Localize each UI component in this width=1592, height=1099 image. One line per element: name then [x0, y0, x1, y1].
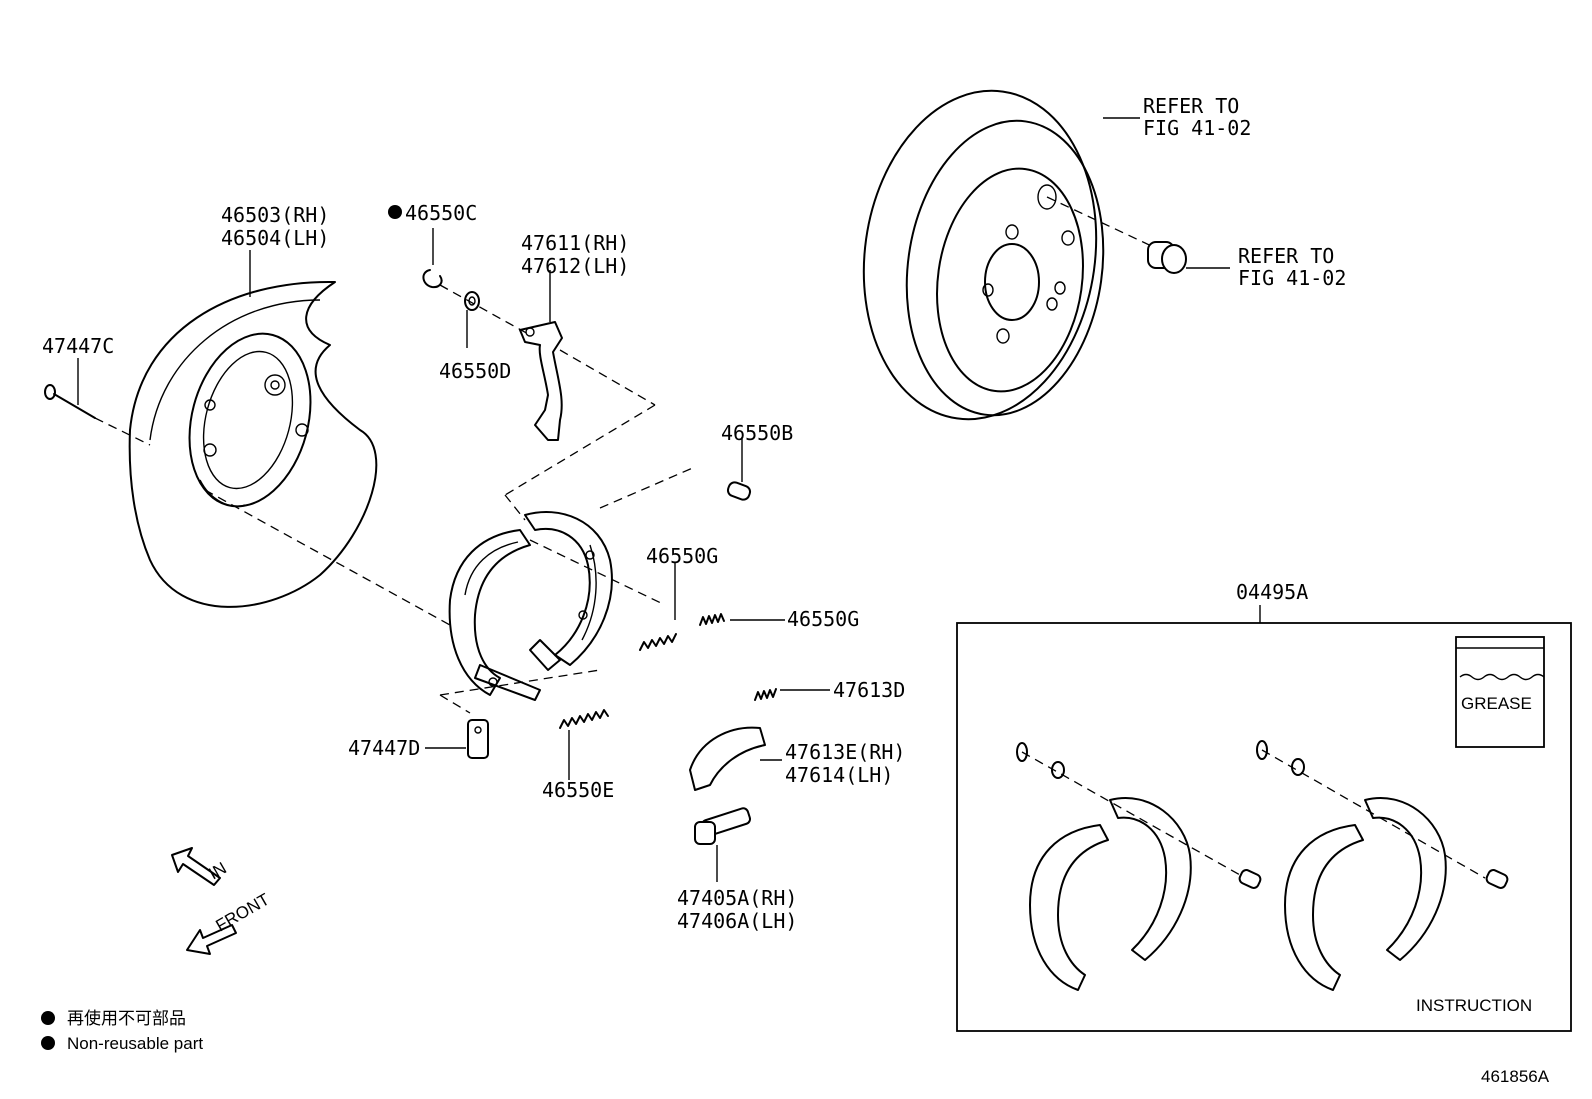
- brake-disc-drawing: [862, 89, 1230, 421]
- legend-english: Non-reusable part: [67, 1034, 203, 1053]
- spring-46550e-drawing: [559, 709, 609, 780]
- brake-shoe-assembly-drawing: [439, 466, 696, 714]
- shoe-kit-box: [956, 605, 1572, 1032]
- label-47447d: 47447D: [348, 736, 420, 760]
- in-label: IN: [206, 859, 230, 884]
- label-47614: 47614(LH): [785, 763, 893, 787]
- label-47405a: 47405A(RH): [677, 886, 797, 910]
- label-47447c: 47447C: [42, 334, 114, 358]
- label-46550g-upper: 46550G: [646, 544, 718, 568]
- front-label: FRONT: [213, 890, 273, 936]
- refer-disc-line1: REFER TO: [1143, 94, 1239, 118]
- legend-bullet-jp: [41, 1011, 55, 1025]
- label-46550e: 46550E: [542, 778, 614, 802]
- clip-47447d-drawing: [425, 719, 489, 759]
- backing-plate-drawing: [128, 250, 378, 608]
- label-46503: 46503(RH): [221, 203, 329, 227]
- refer-plug-line1: REFER TO: [1238, 244, 1334, 268]
- label-46550c: 46550C: [405, 201, 477, 225]
- label-46550d: 46550D: [439, 359, 511, 383]
- springs-46550g-drawing: [639, 563, 785, 651]
- pin-46550b-drawing: [726, 437, 752, 501]
- label-46550g-lower: 46550G: [787, 607, 859, 631]
- label-47612: 47612(LH): [521, 254, 629, 278]
- label-46550b: 46550B: [721, 421, 793, 445]
- adjuster-47405a-drawing: [694, 807, 751, 882]
- strut-47613e-drawing: [689, 726, 782, 791]
- figure-id: 461856A: [1481, 1067, 1550, 1086]
- label-47613d: 47613D: [833, 678, 905, 702]
- direction-in-arrow: [171, 847, 221, 886]
- direction-front-arrow: [186, 924, 237, 955]
- non-reusable-marker: [388, 205, 402, 219]
- refer-disc-line2: FIG 41-02: [1143, 116, 1251, 140]
- instruction-label: INSTRUCTION: [1416, 996, 1532, 1015]
- label-04495a: 04495A: [1236, 580, 1308, 604]
- label-47613e: 47613E(RH): [785, 740, 905, 764]
- label-47611: 47611(RH): [521, 231, 629, 255]
- refer-plug-line2: FIG 41-02: [1238, 266, 1346, 290]
- label-47406a: 47406A(LH): [677, 909, 797, 933]
- legend-bullet-en: [41, 1036, 55, 1050]
- spring-47613d-drawing: [754, 688, 830, 701]
- parking-lever-drawing: [504, 270, 656, 496]
- legend-japanese: 再使用不可部品: [67, 1008, 186, 1028]
- clip-hardware-drawing: [422, 228, 531, 348]
- label-46504: 46504(LH): [221, 226, 329, 250]
- bolt-47447c-drawing: [44, 358, 451, 626]
- grease-label: GREASE: [1461, 694, 1532, 713]
